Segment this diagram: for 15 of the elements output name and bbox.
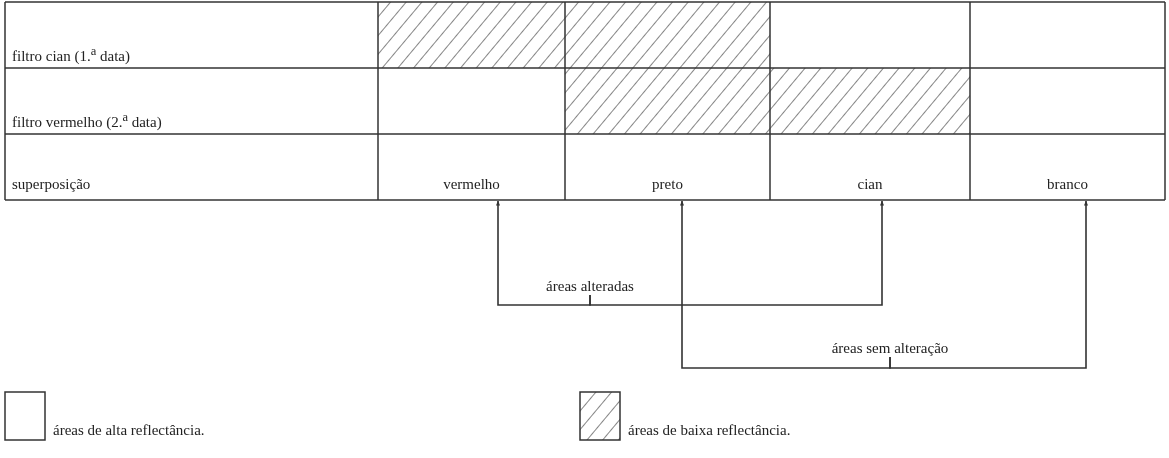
result-cell: preto <box>565 134 770 200</box>
row-label: filtro vermelho (2.$^{a}$ data) <box>12 110 162 131</box>
arrow <box>889 200 1088 369</box>
row-label: superposição <box>12 176 91 193</box>
bracket-label: áreas sem alteração <box>831 340 949 357</box>
result-cell: branco <box>970 134 1165 200</box>
arrow <box>680 200 891 369</box>
arrow <box>496 200 591 306</box>
row-label: filtro cian (1.$^{a}$ data) <box>12 44 131 65</box>
arrow <box>589 200 884 306</box>
result-cell: vermelho <box>378 134 565 200</box>
legend-label: áreas de alta reflectância. <box>53 422 205 439</box>
result-cell: cian <box>770 134 970 200</box>
bracket-label: áreas alteradas <box>546 278 634 295</box>
legend-label: áreas de baixa reflectância. <box>628 422 791 439</box>
